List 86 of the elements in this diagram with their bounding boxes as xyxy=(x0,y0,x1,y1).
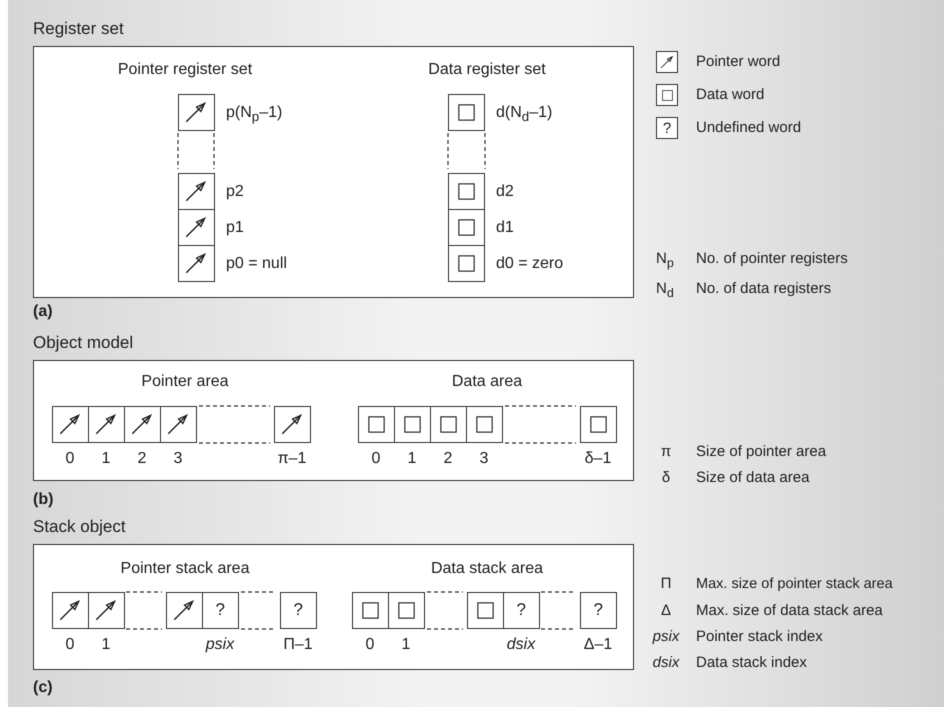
undefined-word-cell: ? xyxy=(580,592,617,629)
data-word-cell xyxy=(430,406,467,443)
index-label: 3 xyxy=(174,450,182,468)
symbol: psix xyxy=(652,628,680,646)
panel-tag: (a) xyxy=(33,303,53,321)
panel-heading: Stack object xyxy=(33,518,126,536)
index-label: 1 xyxy=(402,636,410,654)
register-name: d2 xyxy=(496,183,514,201)
register-name: d(N$_{d}$–1) xyxy=(496,104,552,126)
symbol-definition: Pointer stack index xyxy=(696,628,823,646)
data-word-cell xyxy=(466,406,503,443)
symbol-definition: No. of data registers xyxy=(696,280,832,298)
register-name: d1 xyxy=(496,219,514,237)
pointer-word-cell xyxy=(52,592,89,629)
panel-tag: (c) xyxy=(33,679,53,697)
area-heading: Pointer register set xyxy=(118,61,252,79)
symbol-definition: No. of pointer registers xyxy=(696,250,848,268)
panel-heading: Object model xyxy=(33,334,134,352)
symbol: N$_{p}$ xyxy=(656,250,674,272)
legend-text: Data word xyxy=(696,86,764,104)
symbol: Π xyxy=(660,575,672,593)
index-label: π–1 xyxy=(278,450,306,468)
register-name: d0 = zero xyxy=(496,255,564,273)
index-label: 0 xyxy=(66,450,74,468)
data-word-cell xyxy=(388,592,425,629)
index-label: Δ–1 xyxy=(584,636,612,654)
area-heading: Data area xyxy=(452,373,522,391)
index-label: 0 xyxy=(372,450,380,468)
register-name: p(N$_{p}$–1) xyxy=(226,104,282,126)
pointer-word-cell xyxy=(124,406,161,443)
register-name: p1 xyxy=(226,219,244,237)
index-label: dsix xyxy=(506,636,536,654)
index-label: δ–1 xyxy=(584,450,612,468)
undefined-word-cell: ? xyxy=(280,592,317,629)
index-label: 1 xyxy=(102,636,110,654)
data-word-cell xyxy=(352,592,389,629)
index-label: 0 xyxy=(66,636,74,654)
symbol-definition: Size of data area xyxy=(696,469,810,487)
symbol: π xyxy=(660,443,672,461)
area-heading: Data stack area xyxy=(430,560,544,578)
pointer-word-cell xyxy=(178,244,215,282)
symbol: Δ xyxy=(660,602,672,620)
data-word-cell xyxy=(448,172,485,210)
pointer-word-cell xyxy=(178,94,215,131)
pointer-word-cell xyxy=(274,406,311,443)
symbol: dsix xyxy=(652,654,680,672)
register-name: p2 xyxy=(226,183,244,201)
index-label: Π–1 xyxy=(283,636,313,654)
data-word-cell xyxy=(580,406,617,443)
index-label: 2 xyxy=(444,450,452,468)
index-label: psix xyxy=(206,636,234,654)
data-word-cell xyxy=(448,94,485,131)
pointer-word-cell xyxy=(52,406,89,443)
pointer-word-cell xyxy=(88,592,125,629)
pointer-word-cell xyxy=(160,406,197,443)
legend-text: Undefined word xyxy=(696,119,802,137)
area-heading: Pointer area xyxy=(141,373,229,391)
undefined-word-sample: ? xyxy=(656,117,678,139)
pointer-word-cell xyxy=(178,208,215,246)
symbol-definition: Size of pointer area xyxy=(696,443,826,461)
data-word-cell xyxy=(358,406,395,443)
index-label: 2 xyxy=(138,450,146,468)
symbol-definition: Max. size of data stack area xyxy=(696,602,883,620)
pointer-word-cell xyxy=(178,172,215,210)
data-word-cell xyxy=(448,208,485,246)
legend-text: Pointer word xyxy=(696,53,780,71)
data-word-cell xyxy=(394,406,431,443)
undefined-word-cell: ? xyxy=(502,592,540,629)
index-label: 3 xyxy=(480,450,488,468)
area-heading: Pointer stack area xyxy=(120,560,250,578)
register-name: p0 = null xyxy=(226,255,287,273)
index-label: 1 xyxy=(102,450,110,468)
area-heading: Data register set xyxy=(428,61,546,79)
panel-tag: (b) xyxy=(33,491,54,509)
data-word-cell xyxy=(448,244,485,282)
symbol: δ xyxy=(662,469,670,487)
data-word-cell xyxy=(466,592,504,629)
index-label: 1 xyxy=(408,450,416,468)
pointer-word-cell xyxy=(88,406,125,443)
index-label: 0 xyxy=(366,636,374,654)
undefined-word-cell: ? xyxy=(202,592,239,629)
panel-heading: Register set xyxy=(33,20,124,38)
symbol: N$_{d}$ xyxy=(656,280,674,302)
symbol-definition: Max. size of pointer stack area xyxy=(696,575,893,593)
symbol-definition: Data stack index xyxy=(696,654,807,672)
pointer-word-cell xyxy=(166,592,203,629)
